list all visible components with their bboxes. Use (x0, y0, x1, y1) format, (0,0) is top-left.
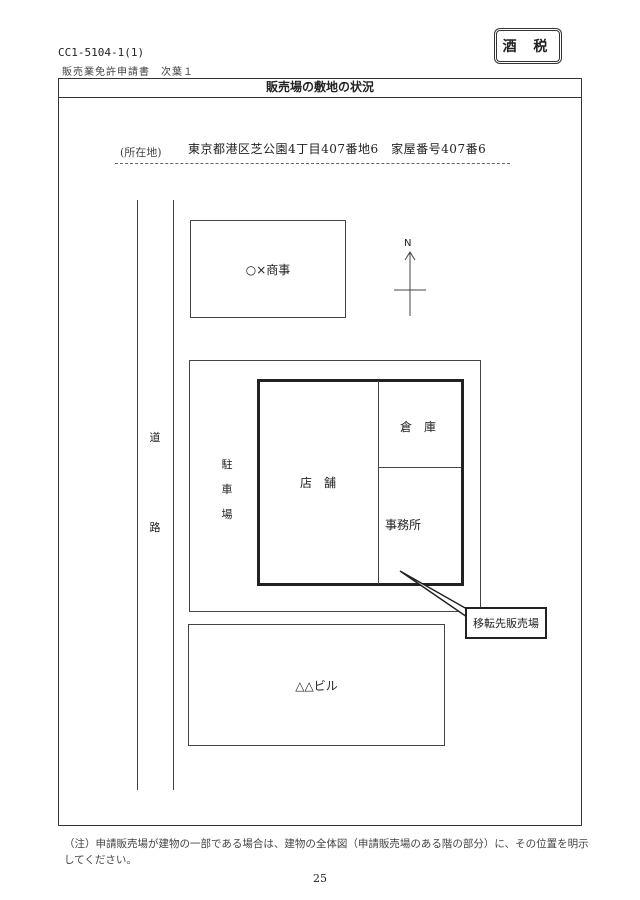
site-lot (189, 360, 481, 612)
neighbor-south-label: △△ビル (295, 678, 338, 693)
form-frame (58, 78, 582, 826)
road-label-2: 路 (149, 521, 161, 534)
form-subtitle: 販売業免許申請書 次葉１ (62, 67, 194, 78)
sales-premises-building (257, 379, 464, 586)
office-label: 事務所 (385, 518, 422, 532)
footnote: （注）申請販売場が建物の一部である場合は、建物の全体図（申請販売場のある階の部分… (64, 838, 589, 866)
page-number: 25 (313, 872, 327, 885)
partition-horizontal (379, 467, 461, 468)
dashed-underline (115, 163, 510, 164)
liquor-tax-stamp: 酒 税 (494, 28, 562, 64)
road-edge-right (173, 200, 174, 790)
neighbor-north-label: ○×商事 (245, 262, 291, 277)
relocation-callout: 移転先販売場 (465, 607, 547, 639)
parking-label-1: 駐 (221, 458, 233, 471)
north-arrow-icon (394, 251, 426, 316)
form-code: CC1-5104-1(1) (58, 46, 145, 59)
neighbor-building-south: △△ビル (188, 624, 445, 746)
north-label: N (404, 238, 412, 249)
parking-label-3: 場 (221, 508, 233, 521)
neighbor-building-north: ○×商事 (190, 220, 346, 318)
road-label-1: 道 (149, 431, 161, 444)
section-title: 販売場の敷地の状況 (58, 78, 582, 98)
callout-label: 移転先販売場 (473, 617, 539, 630)
road-edge-left (137, 200, 138, 790)
store-label: 店 舗 (300, 476, 337, 490)
location-value: 東京都港区芝公園4丁目407番地6 家屋番号407番6 (188, 142, 487, 156)
callout-pointer (399, 570, 468, 619)
parking-label-2: 車 (221, 483, 233, 496)
location-label: (所在地) (120, 146, 162, 159)
partition-vertical (378, 381, 379, 584)
warehouse-label: 倉 庫 (400, 420, 437, 434)
